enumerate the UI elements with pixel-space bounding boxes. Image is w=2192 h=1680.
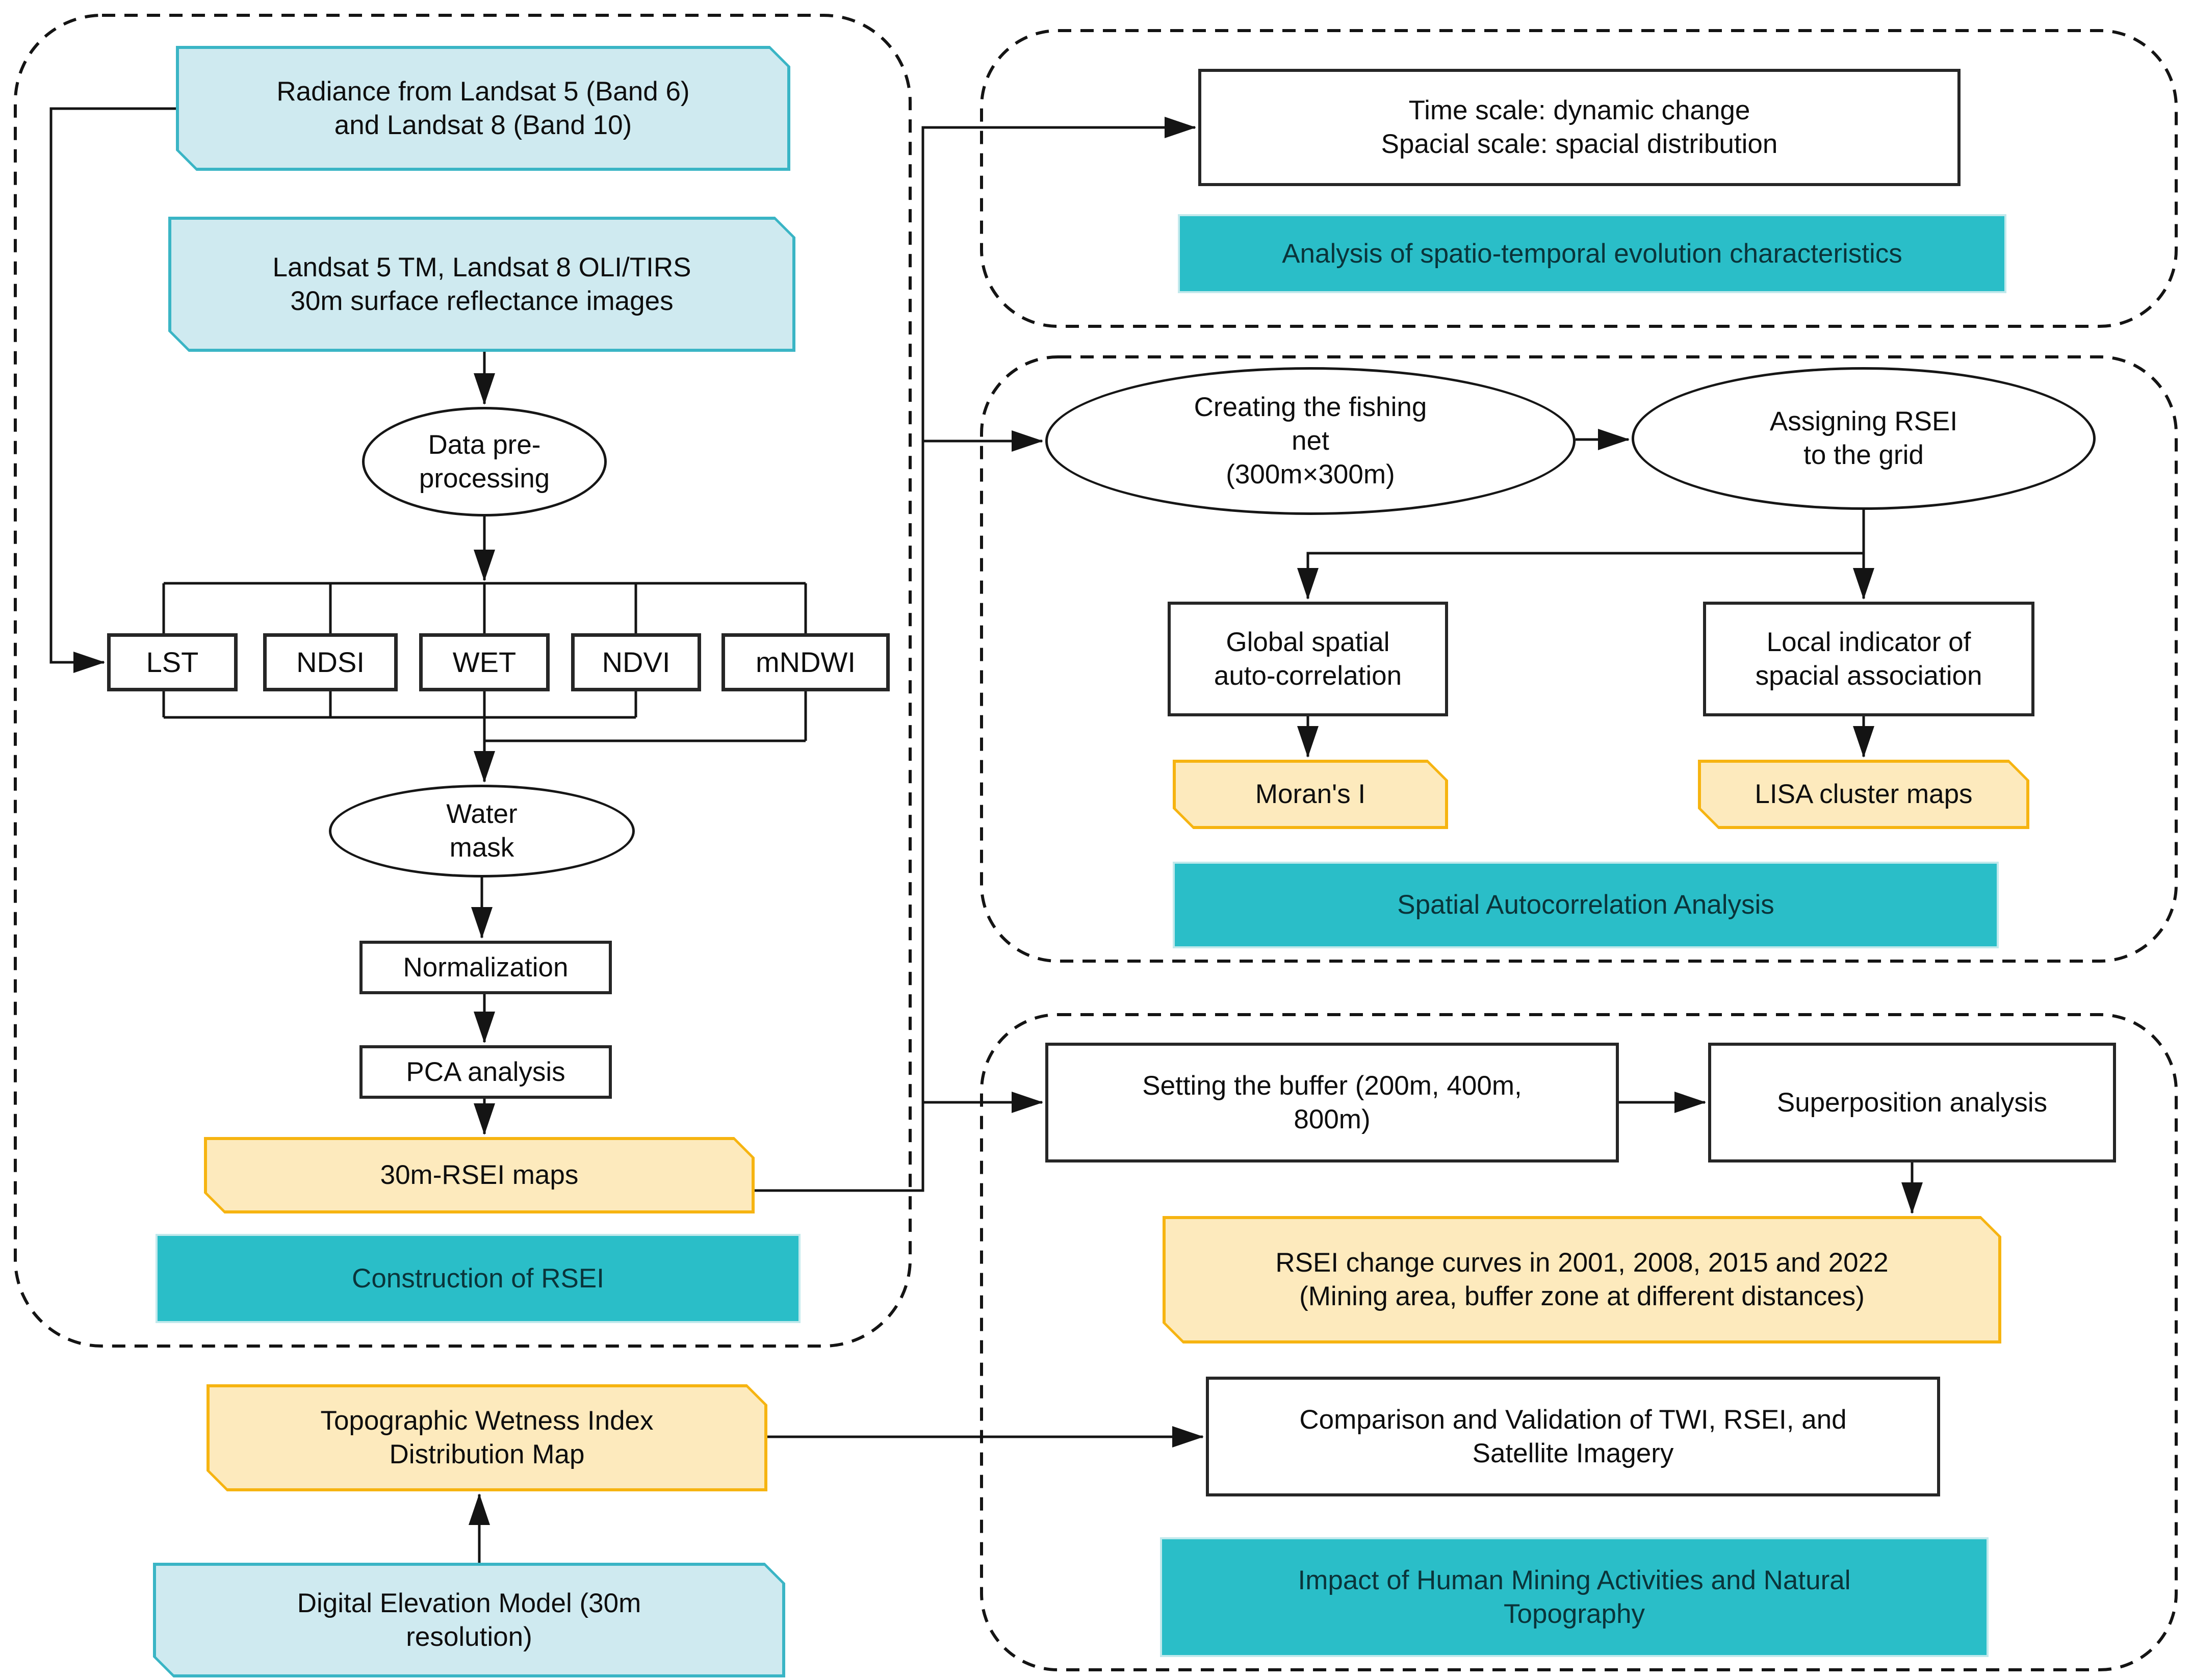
node-index-lst: LST (107, 633, 238, 691)
node-index-ndvi: NDVI (571, 633, 701, 691)
node-fishing-net: Creating the fishing net (300m×300m) (1045, 367, 1576, 515)
node-lisa-maps: LISA cluster maps (1698, 760, 2029, 829)
node-dem-label: Digital Elevation Model (30m resolution) (156, 1566, 782, 1674)
node-index-mndwi: mNDWI (721, 633, 890, 691)
node-twi-map: Topographic Wetness Index Distribution M… (207, 1384, 767, 1491)
node-pca-analysis: PCA analysis (359, 1045, 612, 1099)
node-rsei-maps: 30m-RSEI maps (204, 1137, 755, 1213)
node-twi-map-label: Topographic Wetness Index Distribution M… (210, 1387, 764, 1488)
edge-assign-to-global (1297, 552, 1864, 600)
node-radiance-label: Radiance from Landsat 5 (Band 6) and Lan… (179, 49, 787, 168)
node-assign-rsei: Assigning RSEI to the grid (1632, 367, 2096, 510)
node-index-wet: WET (419, 633, 550, 691)
node-lisa-maps-label: LISA cluster maps (1701, 763, 2026, 826)
section-label-construction: Construction of RSEI (156, 1234, 801, 1323)
section-label-spatiotemporal: Analysis of spatio-temporal evolution ch… (1178, 214, 2006, 293)
node-reflectance-label: Landsat 5 TM, Landsat 8 OLI/TIRS 30m sur… (171, 220, 792, 349)
spatiotemporal-section-frame (980, 29, 2178, 328)
node-morans-i: Moran's I (1173, 760, 1448, 829)
node-change-curves: RSEI change curves in 2001, 2008, 2015 a… (1163, 1216, 2001, 1343)
node-rsei-maps-label: 30m-RSEI maps (207, 1140, 752, 1210)
node-index-ndsi: NDSI (263, 633, 398, 691)
node-global-autocorrelation: Global spatial auto-correlation (1168, 602, 1448, 716)
node-comparison-validation: Comparison and Validation of TWI, RSEI, … (1206, 1377, 1940, 1496)
node-data-preprocessing: Data pre- processing (362, 407, 607, 516)
section-label-impact: Impact of Human Mining Activities and Na… (1160, 1537, 1989, 1657)
node-time-spacial-scale: Time scale: dynamic change Spacial scale… (1198, 69, 1961, 186)
node-reflectance: Landsat 5 TM, Landsat 8 OLI/TIRS 30m sur… (168, 217, 795, 352)
autocorrelation-section-frame (980, 355, 2178, 963)
edge-rseimaps-to-timescale (755, 117, 1196, 1192)
node-water-mask: Water mask (329, 785, 635, 877)
node-setting-buffer: Setting the buffer (200m, 400m, 800m) (1045, 1043, 1619, 1162)
construction-section-frame (14, 14, 912, 1348)
node-morans-i-label: Moran's I (1176, 763, 1445, 826)
node-superposition: Superposition analysis (1708, 1043, 2116, 1162)
section-label-autocorrelation: Spatial Autocorrelation Analysis (1173, 862, 1999, 948)
node-radiance: Radiance from Landsat 5 (Band 6) and Lan… (176, 46, 790, 171)
node-change-curves-label: RSEI change curves in 2001, 2008, 2015 a… (1166, 1219, 1998, 1340)
node-dem: Digital Elevation Model (30m resolution) (153, 1563, 785, 1677)
edge-radiance-to-lst (49, 107, 176, 673)
node-normalization: Normalization (359, 941, 612, 994)
node-local-indicator: Local indicator of spacial association (1703, 602, 2034, 716)
buffer-section-frame (980, 1013, 2178, 1671)
